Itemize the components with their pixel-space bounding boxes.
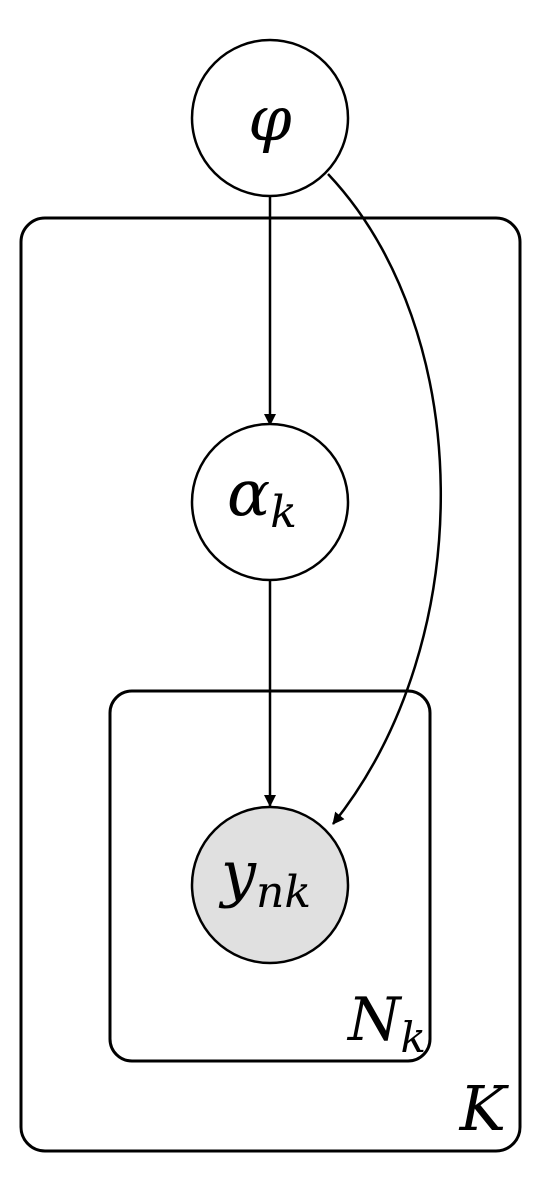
node-alpha-symbol: α bbox=[227, 457, 270, 531]
node-y: ynk bbox=[190, 805, 350, 965]
node-alpha: αk bbox=[190, 422, 350, 582]
svg-text:αk: αk bbox=[227, 457, 297, 538]
node-alpha-subscript: k bbox=[270, 487, 297, 538]
node-phi-circle bbox=[190, 38, 350, 198]
plate-outer-label: K bbox=[459, 1072, 510, 1145]
node-y-symbol: y bbox=[218, 837, 257, 910]
svg-text:Nk: Nk bbox=[346, 985, 426, 1062]
node-phi: φ bbox=[190, 38, 350, 198]
svg-text:K: K bbox=[459, 1072, 510, 1145]
node-y-subscript: nk bbox=[256, 867, 311, 918]
plate-inner-label: N bbox=[346, 985, 403, 1055]
edge-phi-to-y bbox=[327, 173, 442, 825]
node-phi-symbol: φ bbox=[248, 82, 292, 155]
plate-inner-subscript: k bbox=[401, 1013, 426, 1062]
svg-text:φ: φ bbox=[248, 82, 292, 155]
node-y-circle bbox=[190, 805, 350, 965]
node-alpha-circle bbox=[190, 422, 350, 582]
svg-text:ynk: ynk bbox=[218, 837, 311, 918]
